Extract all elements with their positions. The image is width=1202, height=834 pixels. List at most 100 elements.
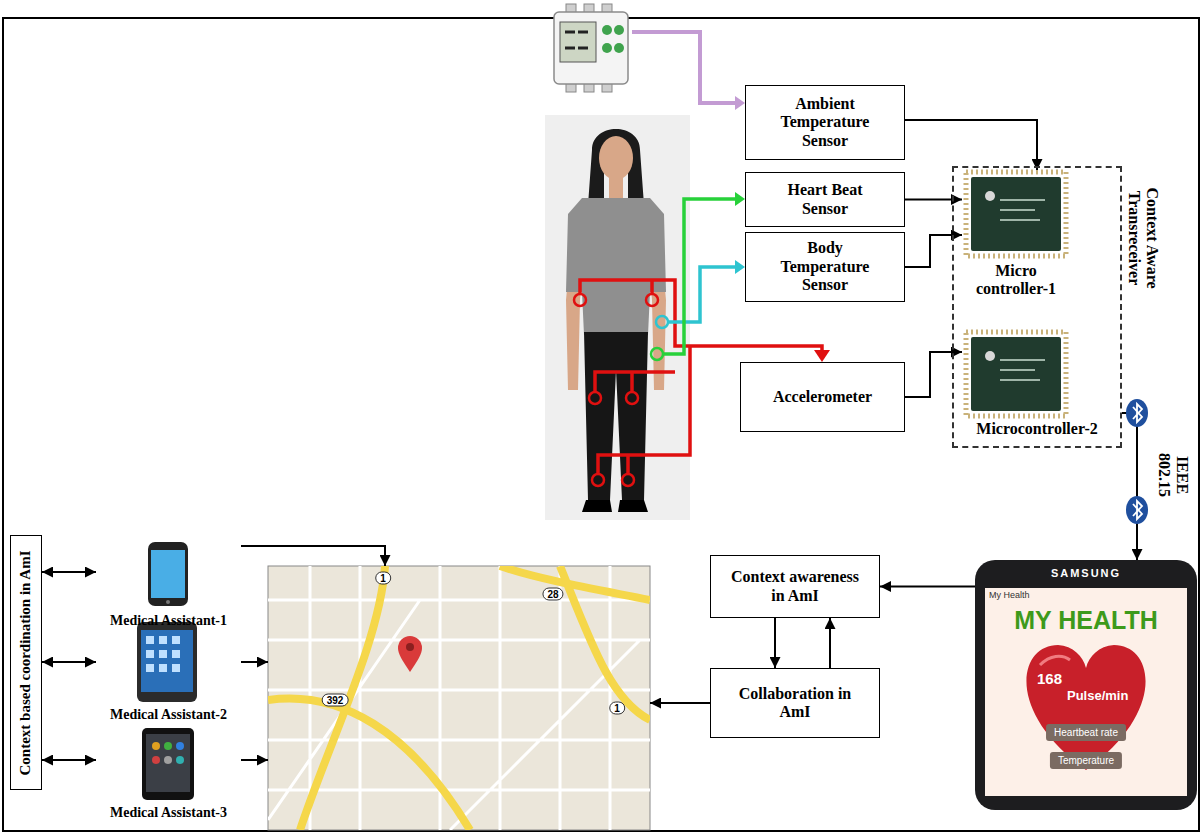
assistant-phone [151,550,185,598]
ambient-sensor-device [602,80,612,92]
microcontroller-chip [966,172,1066,256]
screen-text: SAMSUNG [1051,567,1121,579]
bluetooth-icon [1126,399,1148,427]
ambient-sensor-device [614,25,624,35]
process-box: Context awareness in AmI [710,555,880,618]
accelerometer-wires [646,294,658,306]
box-label: Heart Beat Sensor [770,181,880,218]
screen-text: 168 [1037,670,1062,687]
patient-figure [599,136,633,180]
accelerometer-wires [598,346,690,474]
patient-figure [545,115,690,520]
ambient-sensor-device [560,22,596,62]
connector-arrow [829,618,831,668]
bluetooth-icon [1126,496,1148,524]
map: 1283921 [268,566,650,830]
screen-text: My Health [989,590,1030,600]
assistant-phone [146,734,190,792]
box-label: Collaboration in AmI [728,685,863,722]
vertical-label: Context based coordination in AmI [17,550,34,775]
group-heading: Context Aware Transreceiver [1125,178,1162,298]
route-shield: 28 [542,588,563,601]
accelerometer-wires [574,294,586,306]
bluetooth-icon [1126,399,1148,427]
map-illustration [268,566,650,830]
smartphone-illustration [1040,656,1070,665]
microcontroller-chip [1000,200,1045,220]
microcontroller-chip [966,332,1066,416]
microcontroller-chip [971,337,1061,411]
ambient-sensor-device [566,80,576,92]
bluetooth-icon [1133,404,1142,422]
ambient-link-arrow [735,96,745,110]
device-label: Medical Assistant-3 [110,805,227,822]
bluetooth-icon [1133,501,1142,519]
patient-figure [566,198,666,335]
accelerometer-wires [592,474,604,486]
ambient-link-arrow [632,32,745,110]
box-label: Ambient Temperature Sensor [770,95,880,150]
outer-frame [3,18,1199,831]
body-temperature-wire [668,267,736,322]
coordination-box: Context based coordination in AmI [10,535,42,790]
sensor-box: Accelerometer [740,362,905,432]
assistant-phone [141,630,193,692]
medical-assistant: Medical Assistant-3 [96,726,241,822]
smartphone-illustration [1026,645,1145,770]
box-label: Body Temperature Sensor [770,239,880,294]
map-illustration [406,643,414,651]
patient-figure [609,176,623,200]
heart-beat-wire [651,348,663,360]
heart-beat-wire [651,192,745,360]
map-illustration [268,566,650,830]
heart-beat-wire [735,192,745,206]
map-illustration [268,699,470,830]
assistant-phone [148,542,188,606]
ambient-sensor-device [554,12,628,84]
screen-text: Heartbeat rate [1046,724,1126,741]
map-illustration [398,636,422,672]
map-illustration [300,566,385,830]
assistant-phone [152,742,160,750]
connector-arrow [42,661,96,663]
connector-arrow [774,618,776,668]
ambient-sensor-device [602,25,612,35]
patient-figure [582,500,648,512]
assistant-phone [142,728,194,800]
accelerometer-wires [589,392,601,404]
bluetooth-icon [1126,496,1148,524]
patient-figure [584,332,648,500]
connector-arrow [42,571,96,573]
ambient-sensor-device [554,4,628,92]
assistant-phone [148,542,188,606]
process-box: Collaboration in AmI [710,668,880,738]
route-shield: 1 [609,702,625,715]
body-temperature-wire [656,260,745,328]
ambient-sensor-device [602,43,612,53]
transreceiver-group: Context Aware TransreceiverMicro control… [952,166,1122,448]
connector-arrow [241,661,268,663]
ambient-link-arrow [632,32,736,103]
microcontroller-chip [1000,360,1045,380]
ambient-sensor-device [566,4,576,16]
connector-arrow [650,702,710,704]
route-shield: 392 [322,694,349,707]
assistant-phone [142,728,194,800]
smartphone-illustration [985,588,1187,796]
smartphone-illustration [975,560,1197,810]
smartphone-illustration [975,560,1197,810]
microcontroller-chip [985,191,995,201]
ambient-sensor-device [602,4,612,16]
assistant-phone [137,622,197,702]
microcontroller: Micro controller-1 [962,170,1112,320]
device-label: Medical Assistant-2 [110,707,227,724]
connector-arrow [880,586,975,588]
ambient-sensor-device [584,4,594,16]
sensor-box: Heart Beat Sensor [745,172,905,227]
assistant-phone [152,756,160,764]
ambient-sensor-device [584,80,594,92]
assistant-phone [146,636,180,672]
accelerometer-wires [595,372,675,392]
sensor-box: Ambient Temperature Sensor [745,85,905,160]
ambient-sensor-device [565,32,588,48]
